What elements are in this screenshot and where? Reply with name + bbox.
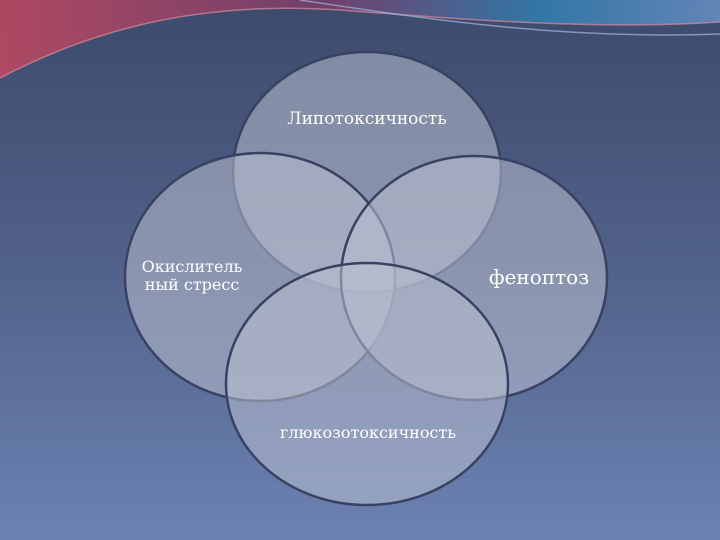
label-left-line-1: Окислитель (141, 257, 243, 276)
label-left-circle: Окислитель ный стресс (132, 257, 252, 295)
label-left-line-2: ный стресс (144, 275, 240, 295)
label-right-circle: феноптоз (488, 265, 590, 289)
header-banner (0, 0, 720, 79)
venn-circles (123, 50, 609, 507)
circle-bottom (224, 261, 510, 507)
label-top-circle: Липотоксичность (287, 109, 447, 129)
label-bottom-circle: глюкозотоксичность (280, 423, 456, 442)
